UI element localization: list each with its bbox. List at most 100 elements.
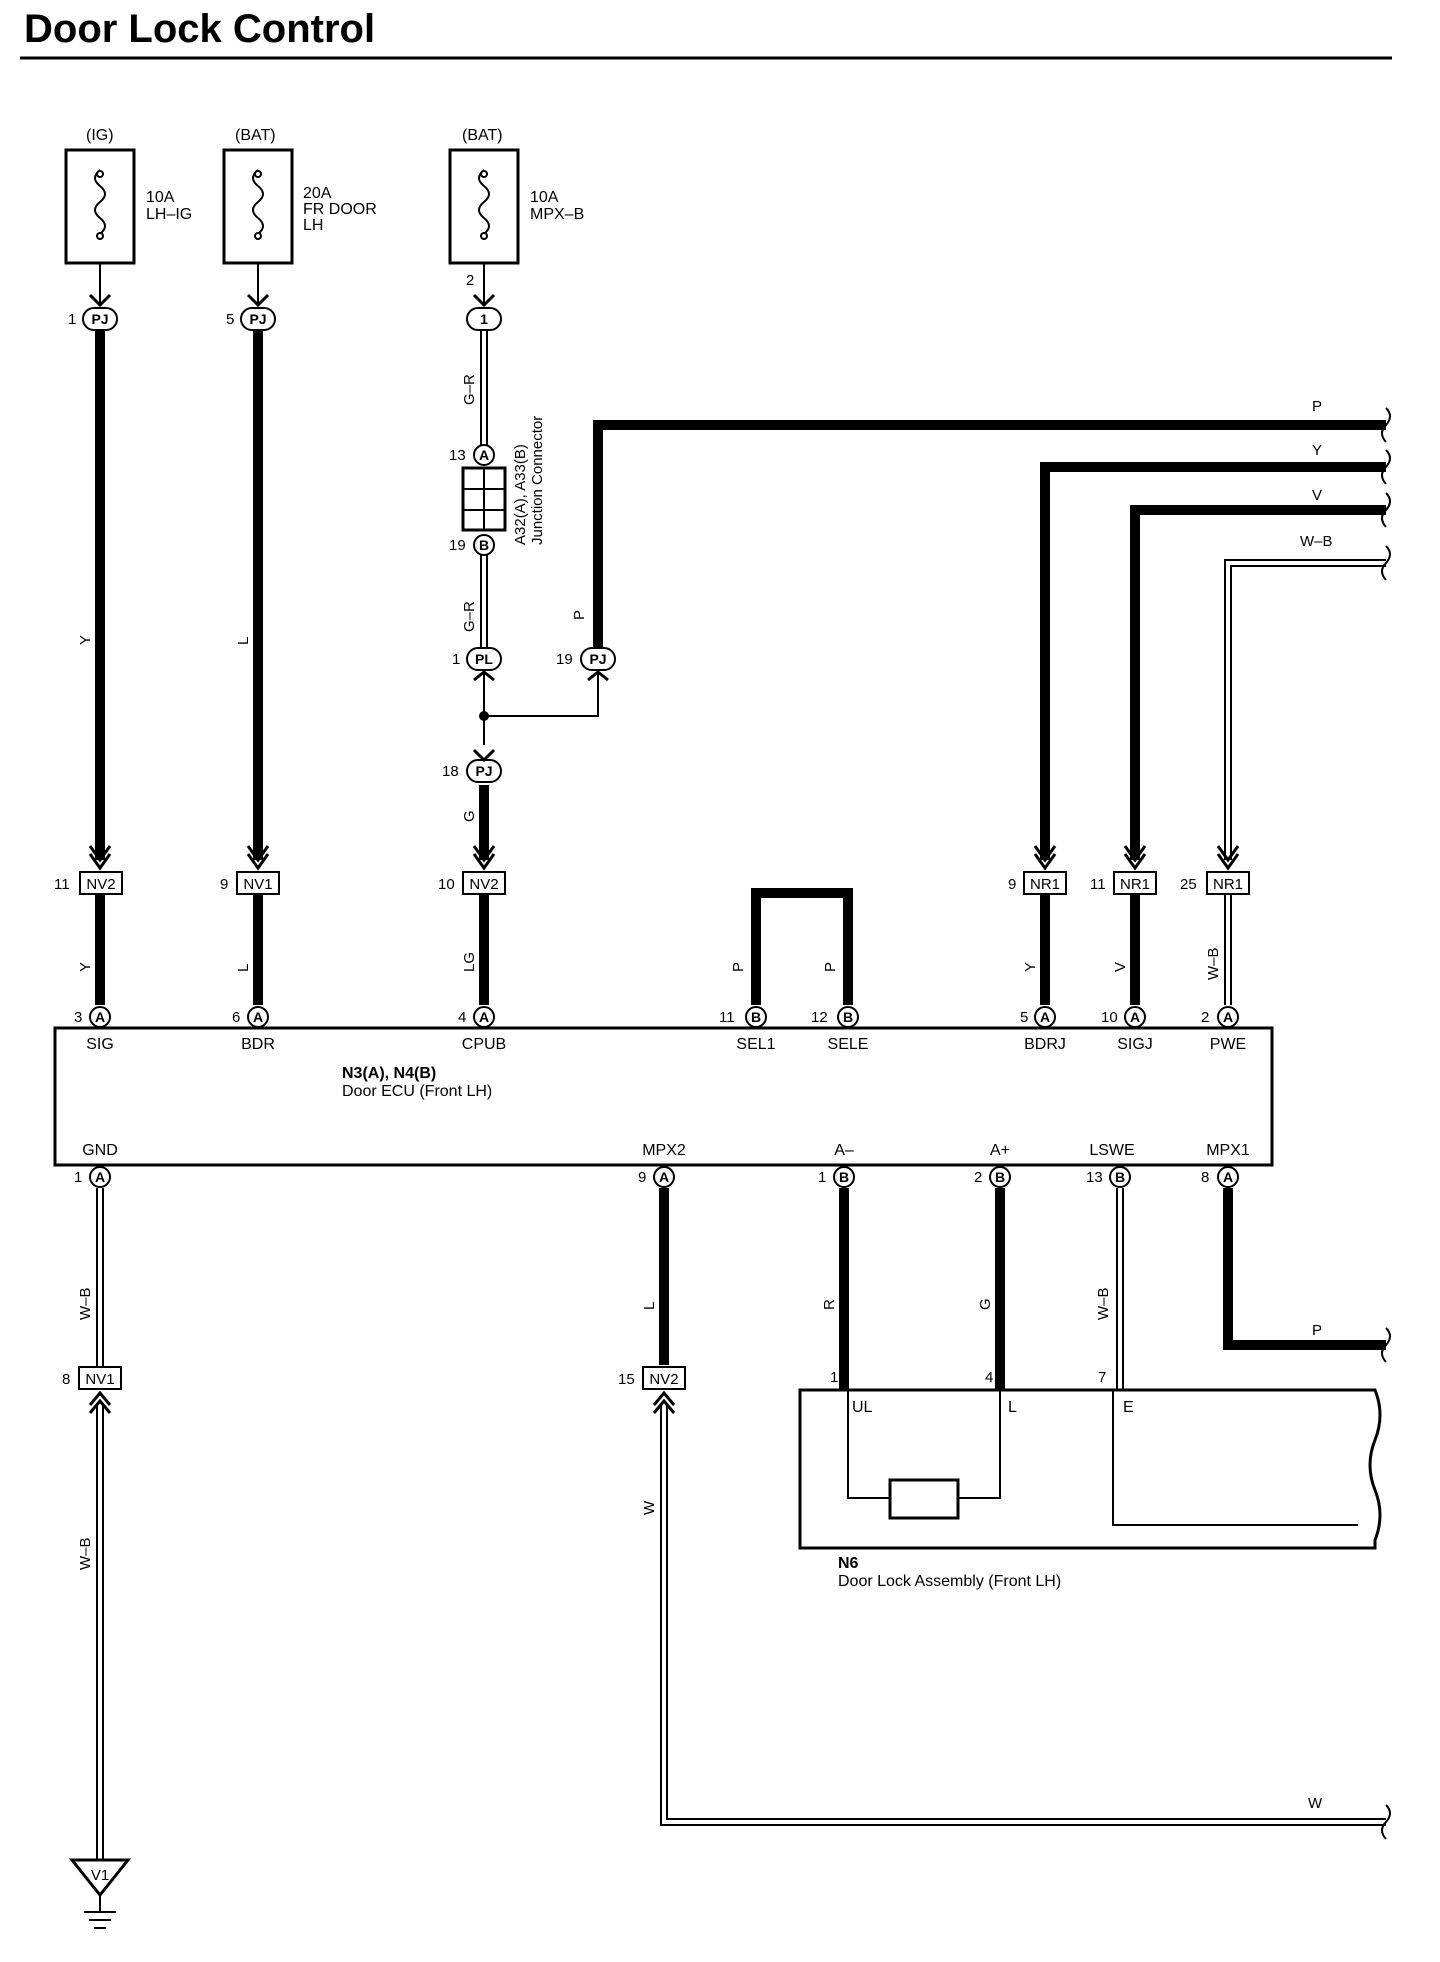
svg-text:W–B: W–B bbox=[77, 1287, 94, 1320]
svg-text:11: 11 bbox=[54, 876, 70, 893]
lock-motor bbox=[888, 1478, 960, 1520]
svg-text:A: A bbox=[95, 1009, 105, 1025]
svg-text:13: 13 bbox=[1086, 1169, 1103, 1186]
svg-text:LSWE: LSWE bbox=[1089, 1142, 1134, 1159]
svg-text:A: A bbox=[479, 1009, 489, 1025]
svg-text:A: A bbox=[659, 1169, 669, 1185]
svg-text:L: L bbox=[235, 964, 252, 972]
svg-text:2: 2 bbox=[1201, 1009, 1209, 1026]
svg-text:25: 25 bbox=[1180, 876, 1197, 893]
svg-text:E: E bbox=[1123, 1399, 1134, 1416]
inline-connector: PJ 1 bbox=[68, 307, 118, 331]
ecu-terminal: B1A– bbox=[818, 1142, 855, 1188]
svg-text:10: 10 bbox=[438, 876, 455, 893]
inline-connector: 1 bbox=[466, 307, 502, 331]
svg-text:A: A bbox=[1223, 1169, 1233, 1185]
svg-text:PJ: PJ bbox=[249, 311, 266, 327]
fuse-lh-ig: (IG) 10A LH–IG bbox=[64, 127, 192, 265]
inline-connector: PJ 19 bbox=[556, 647, 616, 671]
wire-breaks bbox=[1381, 407, 1391, 1840]
svg-text:GND: GND bbox=[82, 1142, 118, 1159]
junction-label: A32(A), A33(B) bbox=[512, 444, 529, 545]
ecu-label-2: Door ECU (Front LH) bbox=[342, 1083, 492, 1100]
ecu-label: N3(A), N4(B) bbox=[342, 1065, 436, 1082]
fuse-rating: 10A bbox=[530, 189, 559, 206]
svg-text:A: A bbox=[1130, 1009, 1140, 1025]
svg-text:L: L bbox=[641, 1302, 658, 1310]
inline-connector: PJ 18 bbox=[442, 759, 502, 783]
inline-connector: A 13 bbox=[449, 444, 495, 466]
svg-text:10: 10 bbox=[1101, 1009, 1118, 1026]
svg-text:G: G bbox=[461, 810, 478, 822]
svg-text:SEL1: SEL1 bbox=[736, 1036, 775, 1053]
svg-text:1: 1 bbox=[74, 1169, 82, 1186]
double-wires bbox=[96, 330, 1386, 1860]
svg-text:Y: Y bbox=[1022, 962, 1039, 972]
svg-text:NR1: NR1 bbox=[1030, 876, 1060, 893]
svg-text:5: 5 bbox=[226, 311, 234, 328]
svg-text:W: W bbox=[641, 1500, 658, 1515]
svg-text:W–B: W–B bbox=[1095, 1287, 1112, 1320]
svg-text:3: 3 bbox=[74, 1009, 82, 1026]
svg-text:PJ: PJ bbox=[589, 651, 606, 667]
svg-text:LG: LG bbox=[461, 952, 478, 972]
harness-connector: NV2 11 bbox=[54, 871, 123, 895]
svg-text:NV2: NV2 bbox=[86, 876, 115, 893]
svg-text:4: 4 bbox=[985, 1369, 993, 1386]
svg-text:A: A bbox=[1223, 1009, 1233, 1025]
svg-text:A: A bbox=[253, 1009, 263, 1025]
svg-text:1: 1 bbox=[452, 651, 460, 668]
svg-text:R: R bbox=[821, 1299, 838, 1310]
inline-connector: PL 1 bbox=[452, 647, 502, 671]
svg-text:4: 4 bbox=[458, 1009, 466, 1026]
fuse-rating: 20A bbox=[303, 185, 332, 202]
fuse-fr-door-lh: (BAT) 20A FR DOOR LH bbox=[222, 127, 377, 265]
ecu-terminal: B2A+ bbox=[974, 1142, 1011, 1188]
svg-text:1: 1 bbox=[68, 311, 76, 328]
svg-text:NR1: NR1 bbox=[1120, 876, 1150, 893]
svg-text:V: V bbox=[1112, 962, 1129, 972]
harness-connector: NV2 10 bbox=[438, 871, 506, 895]
wire-color-labels: Y L G–R G–R P G Y L LG P P Y V W–B W–B L… bbox=[77, 374, 1333, 1812]
svg-text:NV2: NV2 bbox=[469, 876, 498, 893]
svg-text:A+: A+ bbox=[990, 1142, 1010, 1159]
svg-text:19: 19 bbox=[556, 651, 573, 668]
svg-text:B: B bbox=[843, 1009, 853, 1025]
svg-text:1: 1 bbox=[818, 1169, 826, 1186]
svg-text:A–: A– bbox=[834, 1142, 854, 1159]
svg-text:PWE: PWE bbox=[1210, 1036, 1246, 1053]
fuse-name-line2: LH bbox=[303, 217, 323, 234]
fuse-name: FR DOOR bbox=[303, 201, 377, 218]
svg-text:Y: Y bbox=[1312, 442, 1322, 459]
svg-text:A: A bbox=[95, 1169, 105, 1185]
svg-text:9: 9 bbox=[1008, 876, 1016, 893]
harness-connector: NR1 25 bbox=[1180, 871, 1250, 895]
svg-text:W–B: W–B bbox=[1300, 533, 1333, 550]
svg-text:P: P bbox=[571, 610, 588, 620]
svg-text:UL: UL bbox=[852, 1399, 873, 1416]
fuse-source-label: (IG) bbox=[86, 127, 114, 144]
svg-text:NV1: NV1 bbox=[85, 1371, 114, 1388]
svg-text:1: 1 bbox=[480, 311, 488, 327]
fuse-name: MPX–B bbox=[530, 206, 584, 223]
harness-connector: NV1 8 bbox=[62, 1366, 122, 1390]
svg-text:NV1: NV1 bbox=[243, 876, 272, 893]
junction-connector: A32(A), A33(B) Junction Connector bbox=[461, 416, 546, 545]
svg-text:2: 2 bbox=[974, 1169, 982, 1186]
junction-label-2: Junction Connector bbox=[529, 416, 546, 545]
svg-text:PJ: PJ bbox=[475, 763, 492, 779]
svg-text:A: A bbox=[1040, 1009, 1050, 1025]
fuse-source-label: (BAT) bbox=[462, 127, 503, 144]
svg-text:15: 15 bbox=[618, 1371, 635, 1388]
svg-text:18: 18 bbox=[442, 763, 459, 780]
harness-connector: NV2 15 bbox=[618, 1366, 686, 1390]
svg-text:P: P bbox=[1312, 1322, 1322, 1339]
